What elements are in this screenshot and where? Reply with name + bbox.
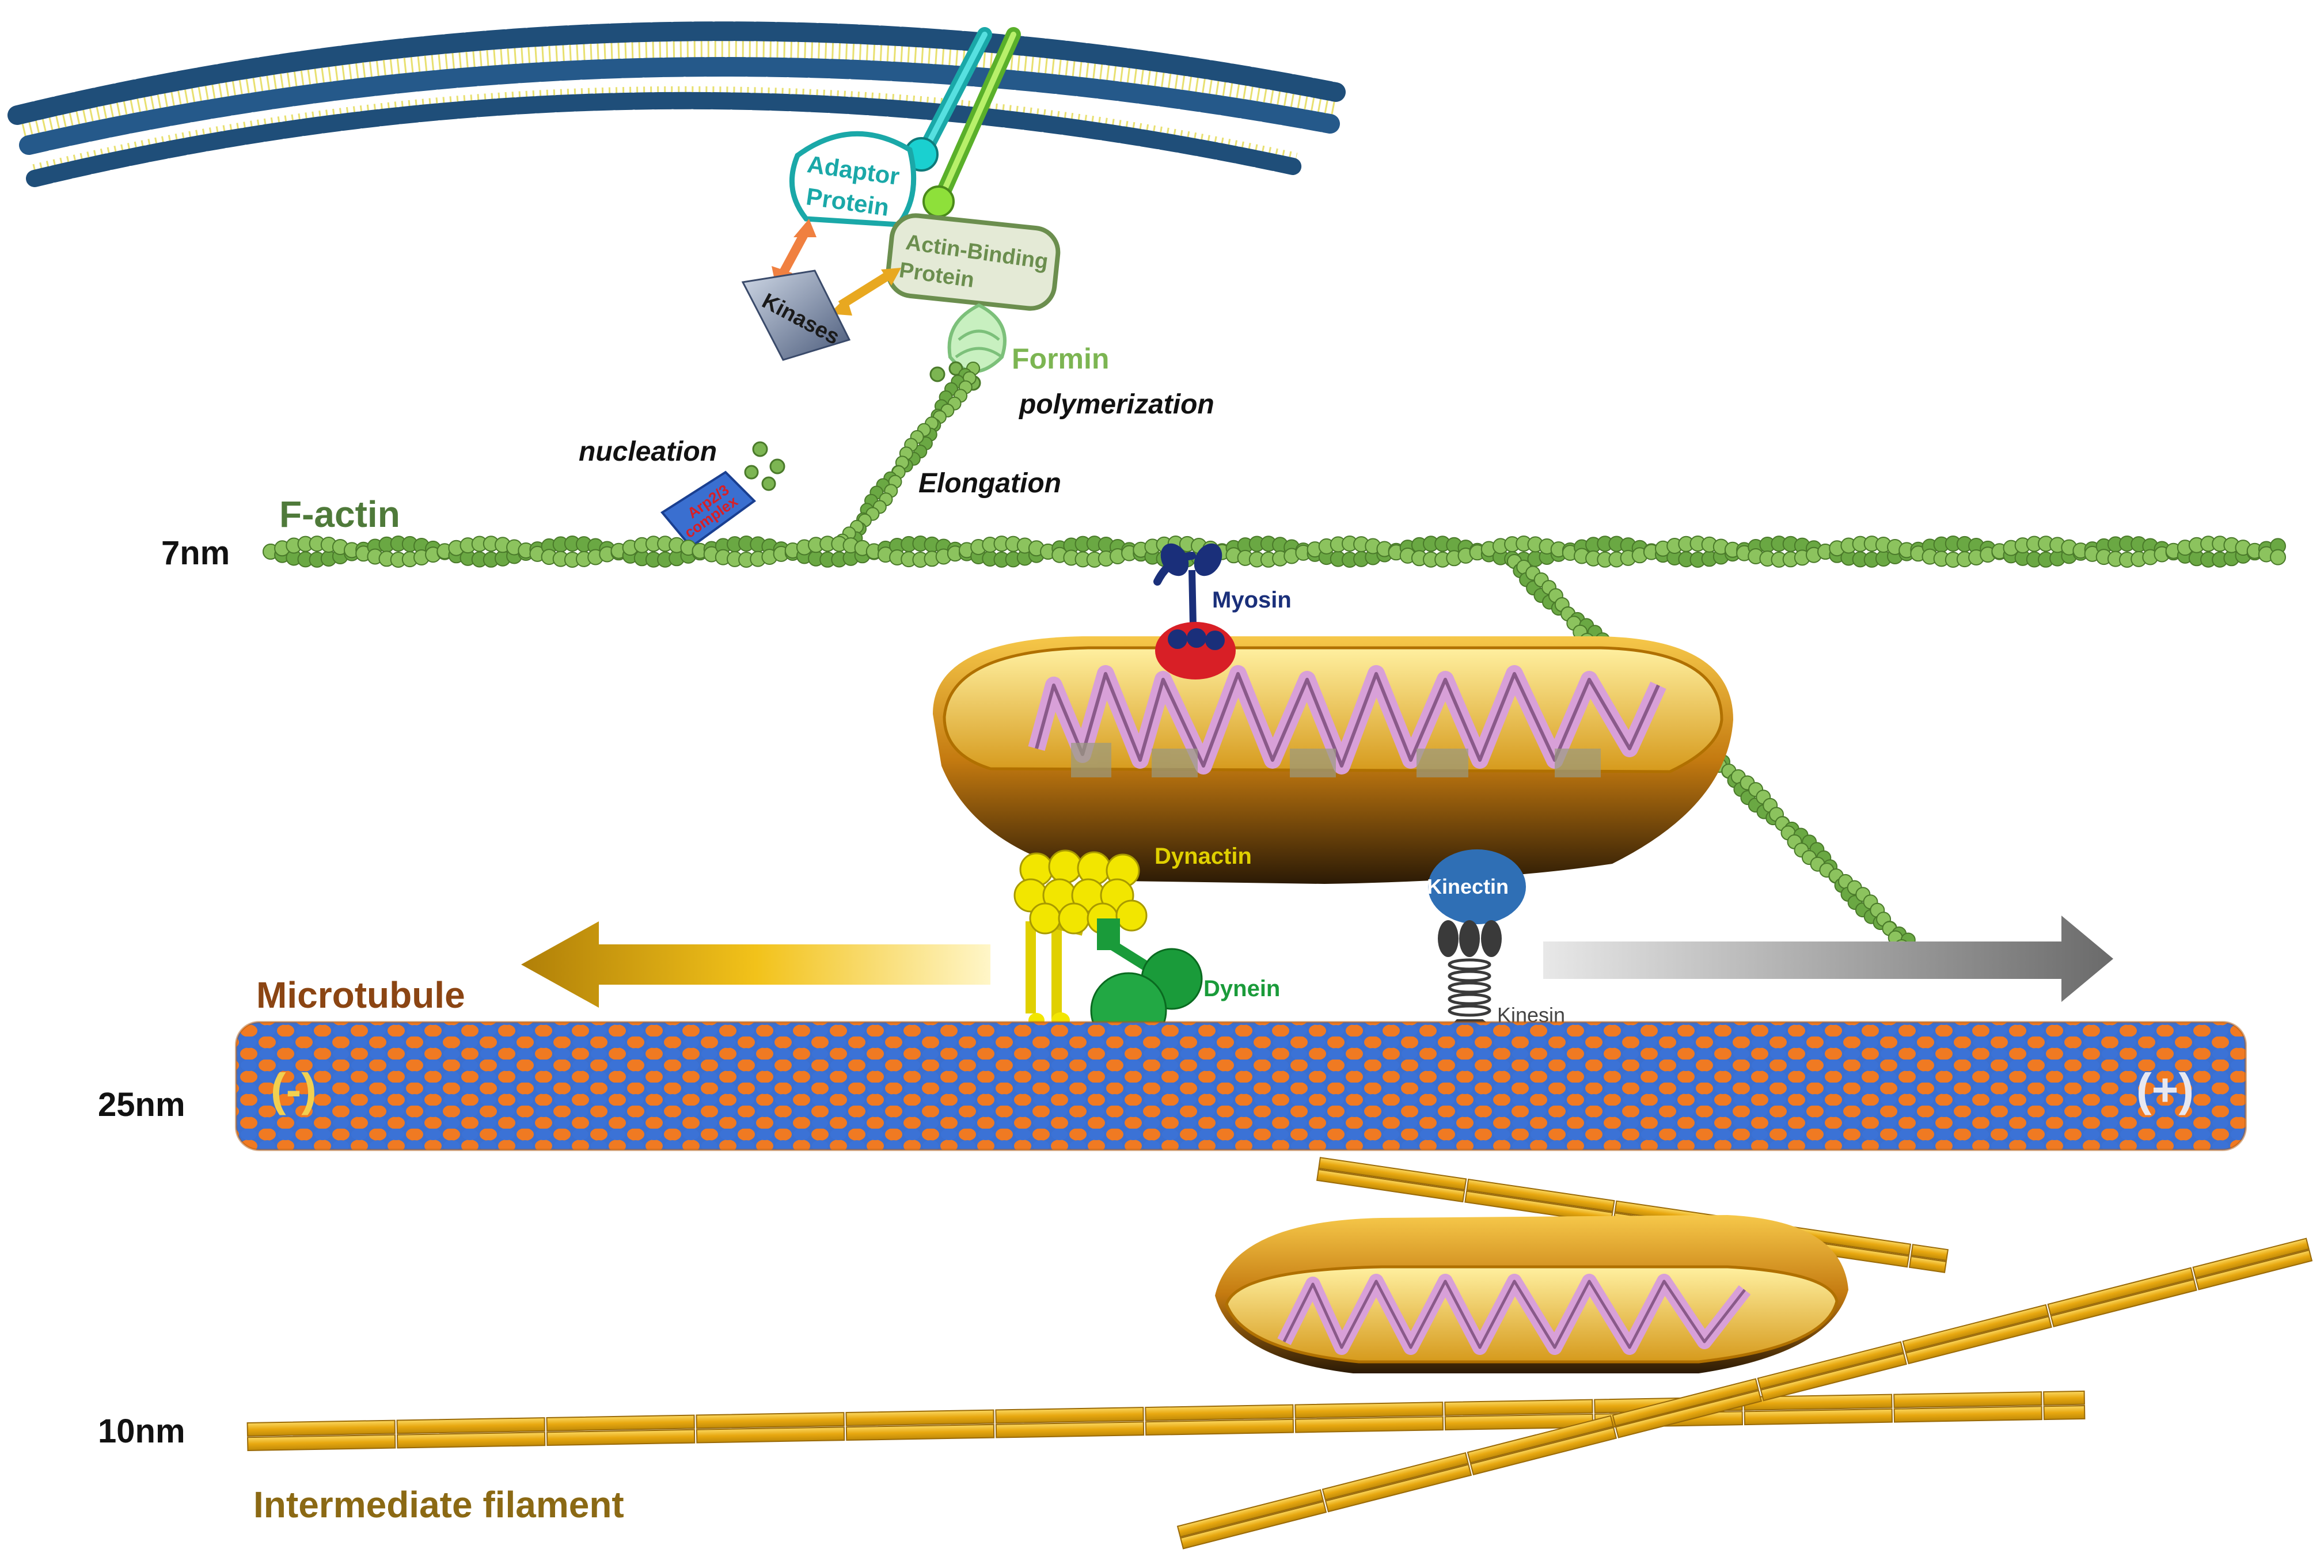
polymerization-label: polymerization — [1018, 389, 1214, 420]
microtubule-label: Microtubule — [256, 974, 465, 1016]
intermediate-filaments-front — [1176, 1237, 2313, 1550]
intermediate-filament-label: Intermediate filament — [253, 1484, 624, 1525]
microtubule-size-label: 25nm — [98, 1086, 185, 1123]
formin-label: Formin — [1012, 343, 1109, 375]
minus-end-arrow — [521, 921, 990, 1008]
arp23-complex: Arp2/3 complex — [660, 470, 757, 549]
elongation-label: Elongation — [918, 468, 1061, 499]
formin: Formin — [947, 303, 1109, 375]
dynein-label: Dynein — [1203, 976, 1280, 1001]
dynactin-label: Dynactin — [1155, 844, 1252, 869]
minus-end-label: (-) — [271, 1064, 317, 1115]
f-actin-filament — [263, 536, 2286, 568]
actin-size-label: 7nm — [161, 534, 230, 572]
f-actin-label: F-actin — [279, 493, 400, 535]
nucleation-label: nucleation — [579, 436, 717, 467]
if-size-label: 10nm — [98, 1413, 185, 1450]
kinectin-label: Kinectin — [1427, 875, 1509, 898]
cell-membrane — [7, 21, 1346, 187]
formin-actin-branch — [835, 362, 980, 554]
plus-end-label: (+) — [2136, 1064, 2194, 1115]
adaptor-protein: Adaptor Protein — [789, 131, 917, 227]
myosin-motor: Myosin — [1153, 543, 1292, 679]
plus-end-arrow — [1543, 916, 2113, 1002]
myosin-label: Myosin — [1212, 587, 1292, 613]
signaling-arrows — [772, 219, 901, 316]
actin-binding-protein: Actin-Binding Protein — [886, 213, 1061, 311]
kinases: Kinases — [741, 269, 851, 361]
mitochondrion-upper — [933, 636, 1733, 884]
mitochondrion-lower — [1215, 1215, 1848, 1373]
microtubule: (-) (+) — [235, 1021, 2247, 1151]
